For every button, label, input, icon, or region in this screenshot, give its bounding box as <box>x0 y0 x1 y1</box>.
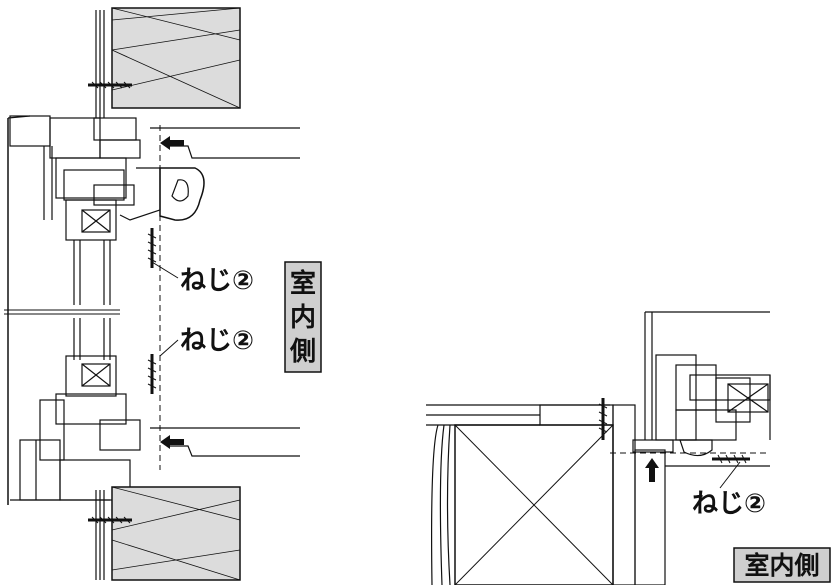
right-frame-profile <box>632 311 771 457</box>
upper-frame-profile <box>9 115 205 221</box>
lower-screw-2 <box>147 339 179 394</box>
right-screw-2 <box>712 454 750 489</box>
screw-label-lower: ねじ② <box>180 326 254 356</box>
left-section-drawing <box>4 7 300 581</box>
interior-char-3: 側 <box>289 337 316 367</box>
post-screw <box>598 398 608 440</box>
interior-side-label-vertical: 室 内 側 <box>284 261 322 373</box>
bottom-wall-panel <box>111 486 241 581</box>
screw-label-upper: ねじ② <box>180 266 254 296</box>
top-wall-screw <box>88 81 132 89</box>
screw-label-right: ねじ② <box>692 489 766 519</box>
interior-trim-lower <box>150 427 300 457</box>
right-section-drawing <box>426 311 771 585</box>
direction-arrow-upper <box>160 136 184 150</box>
interior-char-2: 内 <box>290 303 316 333</box>
interior-side-label-horizontal: 室内側 <box>733 547 831 583</box>
top-wall-panel <box>111 7 241 109</box>
direction-arrow-lower <box>160 435 184 449</box>
interior-side-text: 室内側 <box>744 551 819 580</box>
interior-char-1: 室 <box>290 268 316 299</box>
upper-glass-unit <box>65 199 117 305</box>
upper-screw-2 <box>147 228 179 279</box>
lower-glass-unit <box>65 318 117 397</box>
direction-arrow-up <box>645 458 659 482</box>
wood-post <box>454 404 614 585</box>
bottom-wall-screw <box>88 516 132 524</box>
lower-frame-profile <box>10 393 141 501</box>
